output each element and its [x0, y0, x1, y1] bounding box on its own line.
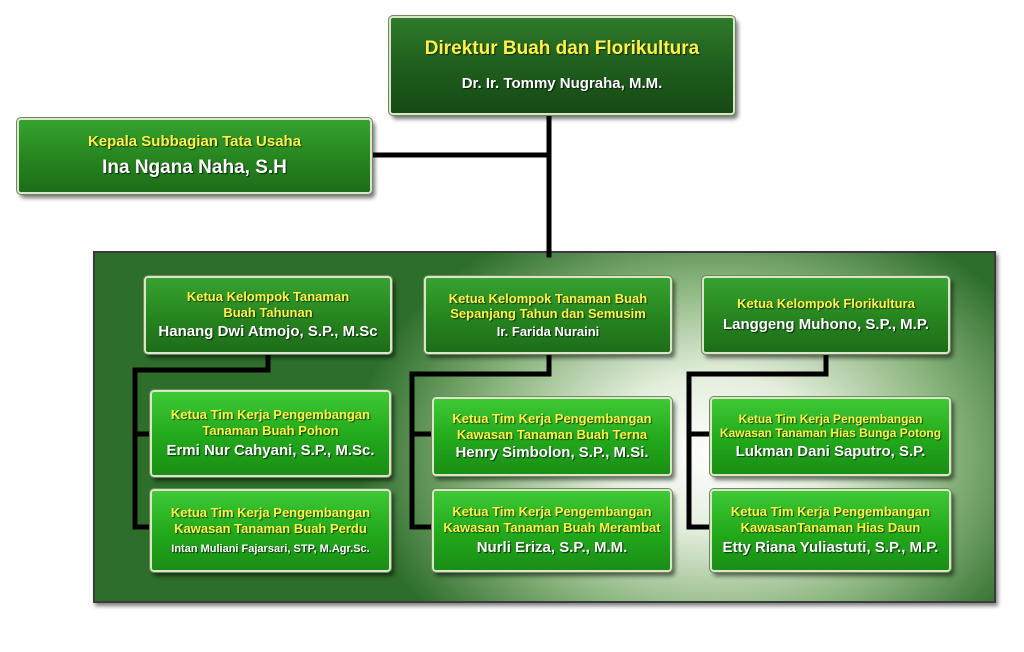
- group1-box: Ketua Kelompok Tanaman Buah Tahunan Hana…: [143, 275, 393, 355]
- group2-name: Ir. Farida Nuraini: [496, 323, 600, 339]
- group3-team1-role-line2: Kawasan Tanaman Hias Bunga Potong: [719, 426, 942, 440]
- group1-team2-role-line2: Kawasan Tanaman Buah Perdu: [174, 520, 367, 536]
- group1-team2-box: Ketua Tim Kerja Pengembangan Kawasan Tan…: [149, 488, 392, 573]
- group3-team2-name: Etty Riana Yuliastuti, S.P., M.P.: [722, 539, 939, 557]
- admin-box: Kepala Subbagian Tata Usaha Ina Ngana Na…: [16, 117, 373, 195]
- group2-box: Ketua Kelompok Tanaman Buah Sepanjang Ta…: [423, 275, 673, 355]
- group3-box: Ketua Kelompok Florikultura Langgeng Muh…: [701, 275, 951, 355]
- group2-role-line1: Ketua Kelompok Tanaman Buah: [448, 290, 648, 306]
- group1-connector: [132, 351, 271, 530]
- group2-team1-role-line2: Kawasan Tanaman Buah Terna: [456, 426, 648, 442]
- group1-team1-box: Ketua Tim Kerja Pengembangan Tanaman Bua…: [149, 389, 392, 478]
- group3-connector: [686, 351, 829, 530]
- group3-role-line1: Ketua Kelompok Florikultura: [737, 296, 915, 312]
- group3-team2-box: Ketua Tim Kerja Pengembangan KawasanTana…: [709, 488, 952, 573]
- group2-team2-role-line2: Kawasan Tanaman Buah Merambat: [443, 519, 661, 535]
- group3-team1-name: Lukman Dani Saputro, S.P.: [735, 443, 926, 461]
- group1-name: Hanang Dwi Atmojo, S.P., M.Sc: [158, 322, 378, 340]
- group1-team1-role-line2: Tanaman Buah Pohon: [202, 422, 339, 438]
- group2-role-line2: Sepanjang Tahun dan Semusim: [450, 306, 646, 322]
- group1-team1-name: Ermi Nur Cahyani, S.P., M.Sc.: [166, 442, 375, 460]
- group3-team2-role-line2: KawasanTanaman Hias Daun: [740, 519, 921, 535]
- group2-team1-box: Ketua Tim Kerja Pengembangan Kawasan Tan…: [431, 396, 673, 477]
- group3-name: Langgeng Muhono, S.P., M.P.: [722, 315, 930, 333]
- group1-team2-role-line1: Ketua Tim Kerja Pengembangan: [170, 505, 371, 521]
- group2-team1-name: Henry Simbolon, S.P., M.Si.: [455, 444, 649, 462]
- director-role: Direktur Buah dan Florikultura: [424, 38, 700, 60]
- admin-name: Ina Ngana Naha, S.H: [102, 156, 287, 178]
- group1-team1-role-line1: Ketua Tim Kerja Pengembangan: [170, 406, 371, 422]
- group3-team2-role-line1: Ketua Tim Kerja Pengembangan: [730, 503, 931, 519]
- director-name: Dr. Ir. Tommy Nugraha, M.M.: [461, 74, 663, 92]
- group1-team2-name: Intan Muliani Fajarsari, STP, M.Agr.Sc.: [171, 542, 370, 555]
- group3-team1-box: Ketua Tim Kerja Pengembangan Kawasan Tan…: [709, 396, 952, 477]
- group1-role-line2: Buah Tahunan: [223, 305, 313, 320]
- group2-connector: [409, 351, 552, 530]
- admin-role: Kepala Subbagian Tata Usaha: [87, 132, 302, 150]
- group2-team1-role-line1: Ketua Tim Kerja Pengembangan: [452, 410, 652, 426]
- group2-team2-box: Ketua Tim Kerja Pengembangan Kawasan Tan…: [431, 488, 673, 573]
- group1-role-line1: Ketua Kelompok Tanaman: [186, 289, 350, 305]
- group3-team1-role-line1: Ketua Tim Kerja Pengembangan: [738, 411, 923, 426]
- group2-team2-role-line1: Ketua Tim Kerja Pengembangan: [452, 503, 652, 519]
- group2-team2-name: Nurli Eriza, S.P., M.M.: [476, 539, 628, 557]
- director-box: Direktur Buah dan Florikultura Dr. Ir. T…: [388, 15, 736, 116]
